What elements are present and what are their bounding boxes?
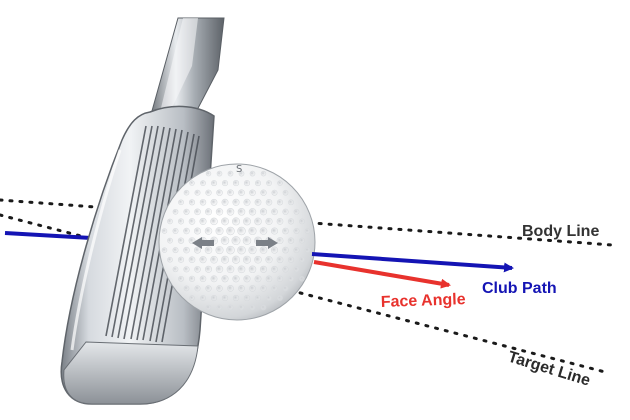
target-line-label: Target Line [506, 349, 592, 390]
face-angle-label: Face Angle [381, 291, 466, 311]
club-path-arrow [311, 252, 514, 273]
target-line [0, 213, 607, 374]
body-line-label: Body Line [522, 223, 599, 240]
golf-iron-club-icon [60, 17, 225, 405]
golf-ball-icon: S [158, 163, 316, 321]
svg-text:S: S [236, 164, 242, 175]
face-angle-arrow [313, 260, 451, 289]
club-path-label: Club Path [482, 280, 557, 297]
